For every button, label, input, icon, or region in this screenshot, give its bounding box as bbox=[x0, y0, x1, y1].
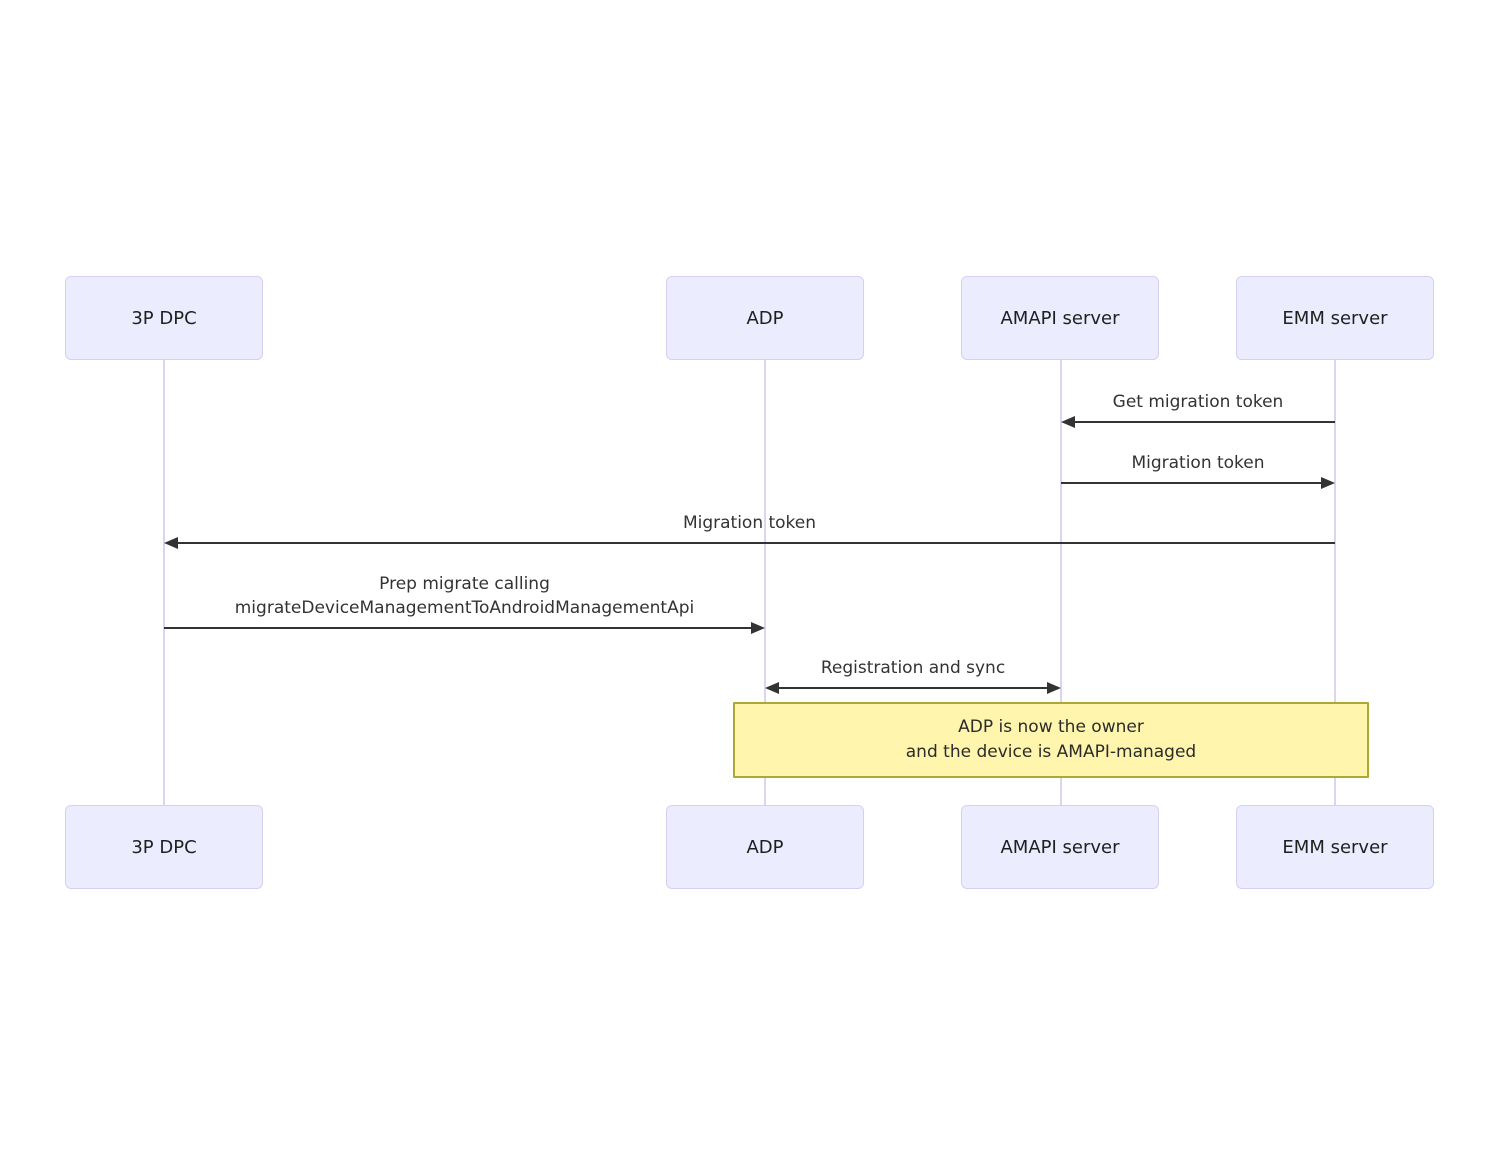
actor-label: 3P DPC bbox=[131, 836, 197, 858]
message-line-get-migration-token bbox=[1073, 421, 1335, 423]
actor-bottom-amapi-server: AMAPI server bbox=[961, 805, 1159, 889]
note-adp-owner: ADP is now the owner and the device is A… bbox=[733, 702, 1369, 778]
actor-bottom-3p-dpc: 3P DPC bbox=[65, 805, 263, 889]
actor-label: AMAPI server bbox=[1000, 836, 1120, 858]
actor-top-amapi-server: AMAPI server bbox=[961, 276, 1159, 360]
message-line-prep-migrate bbox=[164, 627, 751, 629]
actor-label: EMM server bbox=[1282, 307, 1388, 329]
lifeline-3p-dpc bbox=[163, 360, 165, 806]
message-label-line2: migrateDeviceManagementToAndroidManageme… bbox=[234, 598, 695, 618]
message-label-registration-and-sync: Registration and sync bbox=[820, 658, 1006, 678]
message-line-registration-and-sync bbox=[777, 687, 1049, 689]
message-label-prep-migrate: Prep migrate calling migrateDeviceManage… bbox=[164, 572, 765, 620]
lifeline-emm-server bbox=[1334, 360, 1336, 806]
arrowhead-right-icon bbox=[751, 622, 765, 634]
message-label-get-migration-token: Get migration token bbox=[1112, 392, 1284, 412]
actor-top-adp: ADP bbox=[666, 276, 864, 360]
actor-bottom-adp: ADP bbox=[666, 805, 864, 889]
message-line-migration-token-to-emm bbox=[1061, 482, 1323, 484]
arrowhead-right-icon bbox=[1321, 477, 1335, 489]
actor-label: ADP bbox=[746, 836, 784, 858]
actor-top-emm-server: EMM server bbox=[1236, 276, 1434, 360]
lifeline-amapi-server bbox=[1060, 360, 1062, 806]
note-line1: ADP is now the owner bbox=[958, 717, 1144, 737]
actor-bottom-emm-server: EMM server bbox=[1236, 805, 1434, 889]
message-label-migration-token-to-emm: Migration token bbox=[1131, 453, 1265, 473]
arrowhead-left-icon bbox=[765, 682, 779, 694]
actor-label: AMAPI server bbox=[1000, 307, 1120, 329]
actor-top-3p-dpc: 3P DPC bbox=[65, 276, 263, 360]
arrowhead-right-icon bbox=[1047, 682, 1061, 694]
arrowhead-left-icon bbox=[164, 537, 178, 549]
message-label-migration-token-to-dpc: Migration token bbox=[682, 513, 817, 533]
arrowhead-left-icon bbox=[1061, 416, 1075, 428]
message-line-migration-token-to-dpc bbox=[176, 542, 1335, 544]
actor-label: EMM server bbox=[1282, 836, 1388, 858]
lifeline-adp bbox=[764, 360, 766, 806]
message-label-line1: Prep migrate calling bbox=[379, 574, 550, 594]
actor-label: ADP bbox=[746, 307, 784, 329]
note-line2: and the device is AMAPI-managed bbox=[905, 742, 1197, 762]
actor-label: 3P DPC bbox=[131, 307, 197, 329]
